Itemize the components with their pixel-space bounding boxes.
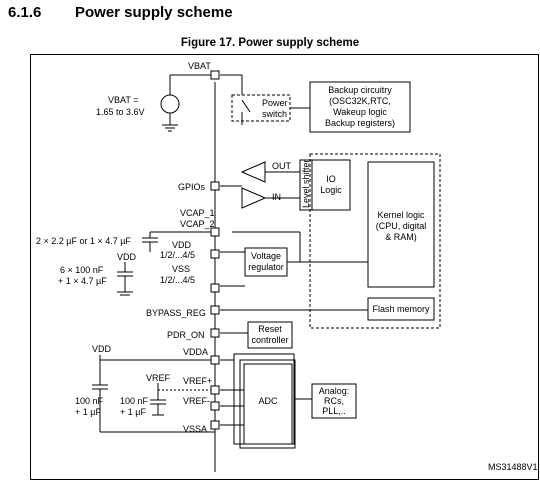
- kernel-label-1: Kernel logic: [377, 210, 425, 220]
- reset-label-1: Reset: [258, 324, 282, 334]
- figure-frame: [30, 54, 539, 480]
- reset-label-2: controller: [251, 335, 288, 345]
- vdd-domain-outline: [309, 153, 441, 329]
- level-shifter-label: Level shifter: [301, 159, 311, 208]
- backup-circuitry-box: [309, 81, 411, 133]
- kernel-label-2: (CPU, digital: [376, 221, 427, 231]
- vbat-pin-label: VBAT: [188, 61, 211, 71]
- analog-label-2: RCs,: [324, 396, 344, 406]
- vdda-pin-label: VDDA: [183, 347, 208, 357]
- pin-vbat: [210, 70, 220, 80]
- vcap-1-label: VCAP_1: [180, 208, 215, 218]
- vref-supply-label: VREF: [146, 373, 171, 383]
- vdd-cap-label-2: + 1 × 4.7 µF: [58, 276, 107, 286]
- vcap-capacitor-label: 2 × 2.2 µF or 1 × 4.7 µF: [36, 236, 131, 246]
- analog-label-1: Analog:: [319, 386, 350, 396]
- backup-label-1: Backup circuitry: [328, 85, 392, 95]
- vdda-supply-label: VDD: [92, 344, 112, 354]
- pin-gpios: [210, 181, 220, 191]
- vcap-2-label: VCAP_2: [180, 219, 215, 229]
- pin-bypass-reg: [210, 305, 220, 315]
- vref-minus-label: VREF-: [183, 396, 210, 406]
- vdda-cap-label-1: 100 nF: [75, 396, 104, 406]
- flash-label: Flash memory: [372, 304, 430, 314]
- io-logic-label-1: IO: [326, 174, 336, 184]
- adc-box: [243, 363, 293, 445]
- flash-memory-box: [367, 297, 435, 321]
- pin-vref-minus: [210, 401, 220, 411]
- pin-vref-plus: [210, 385, 220, 395]
- analog-label-3: PLL,..: [322, 406, 346, 416]
- pin-vdda: [210, 355, 220, 365]
- vdd-supply-label: VDD: [117, 252, 137, 262]
- vbat-source-circle: [160, 94, 180, 114]
- io-logic-box: [311, 159, 351, 211]
- reset-controller-box: [247, 321, 293, 349]
- gpios-pin-label: GPIOs: [178, 182, 206, 192]
- power-switch-label-1: Power: [262, 98, 288, 108]
- section-number: 6.1.6: [8, 4, 42, 21]
- kernel-logic-box: [367, 161, 435, 288]
- backup-label-4: Backup registers): [325, 118, 395, 128]
- kernel-label-3: & RAM): [385, 232, 417, 242]
- regulator-label-1: Voltage: [251, 251, 281, 261]
- section-title: Power supply scheme: [75, 4, 233, 21]
- vref-cap-label-2: + 1 µF: [120, 407, 146, 417]
- io-logic-label-2: Logic: [320, 185, 342, 195]
- in-label: IN: [272, 192, 281, 202]
- adc-label: ADC: [258, 396, 278, 406]
- switch-icon: [241, 99, 251, 113]
- vref-plus-label: VREF+: [183, 376, 212, 386]
- vbat-range-label: 1.65 to 3.6V: [96, 107, 145, 117]
- pin-vss: [210, 283, 220, 293]
- pin-vcap: [210, 227, 220, 237]
- vdd-pin-label: VDD: [172, 240, 192, 250]
- analog-box: [311, 383, 357, 419]
- figure-ref: MS31488V1: [488, 462, 538, 472]
- adc-box-mid: [239, 359, 296, 449]
- figure-caption: Figure 17. Power supply scheme: [180, 37, 360, 49]
- vref-cap-label-1: 100 nF: [120, 396, 149, 406]
- vss-pin-label: VSS: [172, 264, 190, 274]
- vbat-supply-label: VBAT =: [108, 95, 138, 105]
- backup-label-2: (OSC32K,RTC,: [329, 96, 391, 106]
- regulator-label-2: regulator: [248, 262, 284, 272]
- vssa-pin-label: VSSA: [183, 424, 207, 434]
- pin-vssa: [210, 420, 220, 430]
- vdda-cap-label-2: + 1 µF: [75, 407, 101, 417]
- vdd-range-label: 1/2/...4/5: [160, 250, 195, 260]
- in-buffer-icon: [241, 187, 267, 209]
- bypass-reg-label: BYPASS_REG: [146, 308, 206, 318]
- pin-vdd: [210, 249, 220, 259]
- pin-pdr-on: [210, 328, 220, 338]
- out-buffer-icon: [240, 161, 266, 183]
- backup-label-3: Wakeup logic: [333, 107, 387, 117]
- vss-range-label: 1/2/...4/5: [160, 275, 195, 285]
- power-switch-label-2: switch: [262, 109, 287, 119]
- out-label: OUT: [272, 161, 292, 171]
- vdd-cap-label-1: 6 × 100 nF: [60, 265, 104, 275]
- pdr-on-label: PDR_ON: [167, 330, 205, 340]
